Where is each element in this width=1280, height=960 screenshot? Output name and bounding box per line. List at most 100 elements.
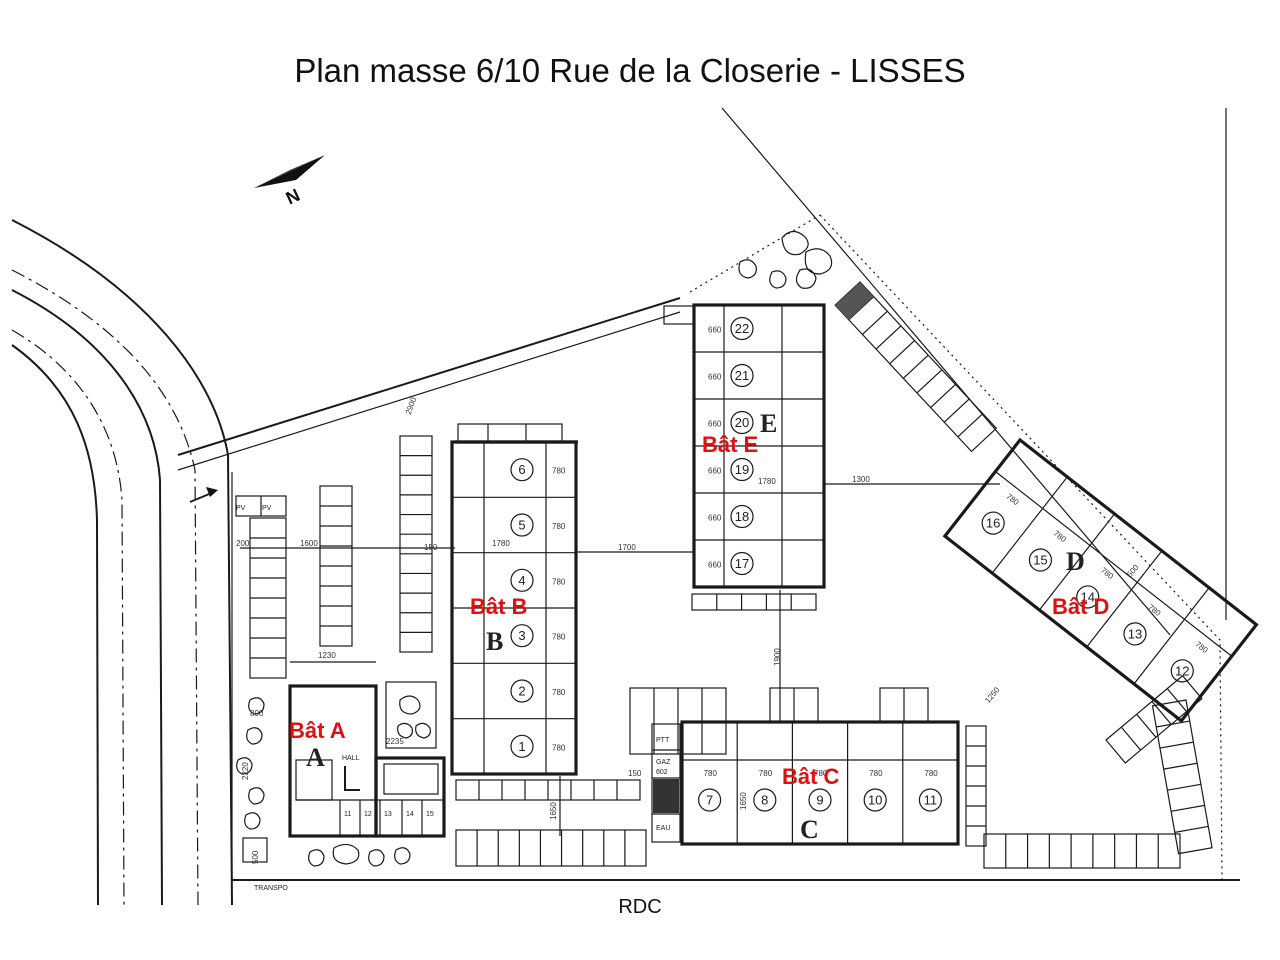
unit-circle-d-12 <box>1170 659 1194 683</box>
dim-660-e-18: 660 <box>708 514 722 523</box>
building-c-label: Bât C <box>782 764 840 789</box>
unit-number-c-7: 7 <box>706 793 713 808</box>
unit-number-e-21: 21 <box>735 368 749 383</box>
road <box>11 219 233 906</box>
dim-780-b-4: 780 <box>552 577 566 586</box>
parking-strip-south-east <box>983 833 1181 869</box>
building-d-label: Bât D <box>1052 594 1109 619</box>
unit-number-e-22: 22 <box>735 321 749 336</box>
dim-1780-e: 1780 <box>758 477 776 486</box>
parking-strip-north-east <box>834 281 998 453</box>
parking-strip-west <box>249 517 287 679</box>
parking-strip-south-b-row <box>455 779 641 801</box>
room-14-label: 14 <box>406 811 414 818</box>
unit-number-c-8: 8 <box>761 793 768 808</box>
unit-circle-c-7 <box>697 788 722 812</box>
parking-spaces <box>235 281 1213 869</box>
unit-number-b-5: 5 <box>518 518 525 533</box>
unit-number-c-11: 11 <box>924 793 938 808</box>
room-11-label: 11 <box>344 811 351 818</box>
unit-number-d-15: 15 <box>1033 553 1047 568</box>
dim-500: 500 <box>251 850 260 864</box>
unit-circle-d-15 <box>1028 548 1053 572</box>
dim-660-e-19: 660 <box>708 467 722 476</box>
unit-circle-b-3 <box>510 624 534 648</box>
unit-circle-e-20 <box>730 410 754 435</box>
building-a-letter: A <box>306 743 325 772</box>
dim-200: 200 <box>236 539 250 548</box>
unit-number-c-9: 9 <box>816 793 823 808</box>
dim-780-c-8: 780 <box>759 769 773 778</box>
parking-strip-south <box>455 829 647 867</box>
dim-1300: 1300 <box>852 475 870 484</box>
dim-1250: 1250 <box>983 685 1002 705</box>
room-12-label: 12 <box>364 811 372 818</box>
unit-circle-b-2 <box>510 679 534 703</box>
site-boundary <box>177 107 1240 881</box>
unit-number-b-3: 3 <box>518 628 525 643</box>
parking-strip-east <box>1151 699 1213 855</box>
dim-1600: 1600 <box>300 539 318 548</box>
dim-780-d-16: 780 <box>1004 492 1020 508</box>
building-b-letter: B <box>486 627 503 656</box>
unit-number-e-20: 20 <box>735 415 749 430</box>
dim-1700: 1700 <box>618 543 636 552</box>
dim-780-b-5: 780 <box>552 522 566 531</box>
transpo-label: TRANSPO <box>254 885 288 892</box>
dim-780-c-9: 780 <box>814 769 828 778</box>
unit-circle-e-19 <box>730 457 754 482</box>
building-c-letter: C <box>800 815 819 844</box>
dim-150: 150 <box>424 543 438 552</box>
building-d-letter: D <box>1066 547 1085 576</box>
unit-circle-e-17 <box>730 551 754 576</box>
dim-780-c-11: 780 <box>924 769 938 778</box>
parking-strip-center <box>399 435 433 653</box>
unit-number-c-10: 10 <box>868 793 882 808</box>
dim-780-b-3: 780 <box>552 633 566 642</box>
dim-660-e-17: 660 <box>708 561 722 570</box>
north-arrow-icon: N <box>254 155 325 209</box>
page-title: Plan masse 6/10 Rue de la Closerie - LIS… <box>294 52 966 89</box>
unit-circle-e-21 <box>730 363 754 388</box>
unit-number-d-16: 16 <box>986 516 1000 531</box>
dim-780-b-1: 780 <box>552 743 566 752</box>
unit-circle-e-22 <box>730 316 754 341</box>
dim-1780-b: 1780 <box>492 539 510 548</box>
parking-strip-d-south <box>1105 674 1203 764</box>
unit-circle-c-8 <box>753 788 777 812</box>
unit-circle-b-6 <box>510 458 534 482</box>
dim-780-c-10: 780 <box>869 769 883 778</box>
dim-660-e-20: 660 <box>708 420 722 429</box>
unit-number-b-1: 1 <box>518 739 525 754</box>
parking-strip-east-c <box>965 725 987 847</box>
parking-block-c-2 <box>879 687 929 723</box>
building-e <box>692 303 826 589</box>
floor-label: RDC <box>618 896 662 918</box>
room-15-label: 15 <box>426 811 434 818</box>
unit-number-e-17: 17 <box>735 556 749 571</box>
dim-1900: 1900 <box>773 648 782 666</box>
unit-circle-c-10 <box>863 788 887 812</box>
parking-strip-north-c <box>691 593 817 611</box>
unit-circle-c-9 <box>808 788 832 812</box>
unit-circle-d-13 <box>1123 622 1147 646</box>
unit-circle-e-18 <box>730 504 754 529</box>
dim-602: 602 <box>656 769 668 776</box>
dim-780-d-15: 780 <box>1052 529 1068 545</box>
unit-number-b-2: 2 <box>518 684 525 699</box>
north-label: N <box>283 185 303 209</box>
hall-label: HALL <box>342 755 360 762</box>
dimension-lines <box>240 483 1000 836</box>
building-b-label: Bât B <box>470 594 527 619</box>
dim-500-b: 500 <box>1125 562 1141 578</box>
unit-number-b-4: 4 <box>518 573 525 588</box>
dim-780-d-12: 780 <box>1194 640 1210 656</box>
eau-label: EAU <box>656 825 670 832</box>
unit-number-e-18: 18 <box>735 509 749 524</box>
dim-780-d-13: 780 <box>1146 603 1162 619</box>
shrubs <box>236 230 833 867</box>
dim-1650-a: 1650 <box>549 802 558 820</box>
building-a-label: Bât A <box>289 718 346 743</box>
unit-circle-d-16 <box>981 511 1005 535</box>
